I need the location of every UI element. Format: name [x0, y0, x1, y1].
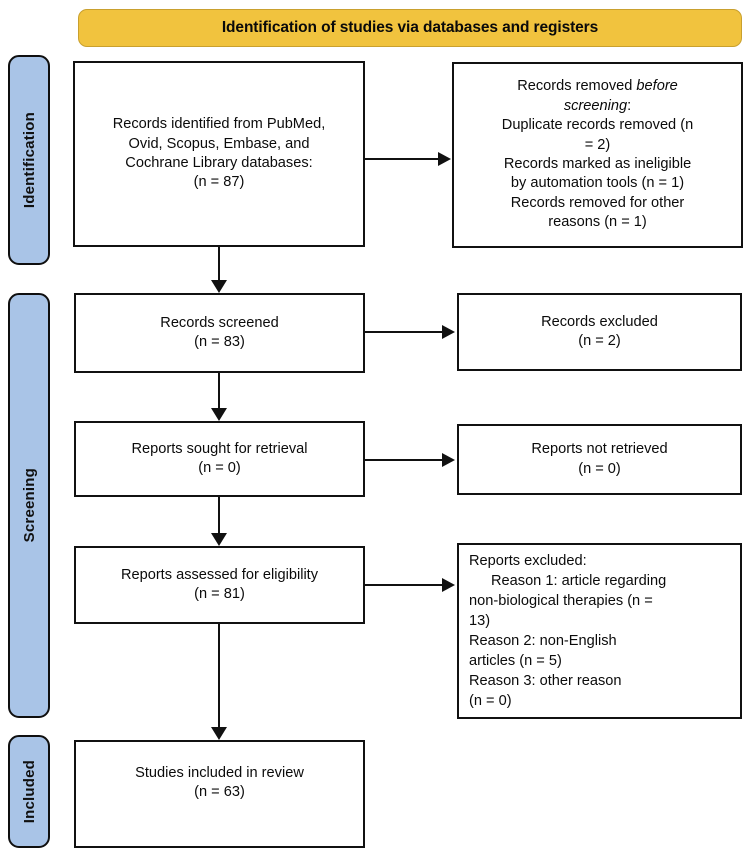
node-reports-excluded-reason1-line2: non-biological therapies (n =	[469, 592, 653, 609]
arrowhead-screened-to-sought	[210, 408, 227, 421]
node-reports-sought-label: Reports sought for retrieval	[131, 440, 308, 457]
node-reports-excluded-reason2-line1: Reason 2: non-English	[469, 632, 617, 649]
connector-screened-to-sought	[218, 373, 220, 409]
node-records-identified-line2: Ovid, Scopus, Embase, and	[128, 135, 310, 152]
node-records-removed-line2: screening:	[563, 97, 632, 114]
node-records-removed-line4: = 2)	[584, 136, 611, 153]
stage-label-screening-text: Screening	[20, 468, 38, 543]
node-reports-excluded-reason3-line1: Reason 3: other reason	[469, 672, 622, 689]
arrowhead-assessed-to-reports-excluded	[442, 577, 455, 592]
node-records-removed-line7: Records removed for other	[510, 194, 685, 211]
node-studies-included-label: Studies included in review	[135, 765, 304, 781]
node-records-identified-line3: Cochrane Library databases:	[125, 155, 313, 171]
node-records-removed-line6: by automation tools (n = 1)	[510, 175, 685, 192]
connector-sought-to-assessed	[218, 497, 220, 534]
connector-assessed-to-reports-excluded	[365, 584, 443, 586]
arrowhead-sought-to-assessed	[210, 533, 227, 546]
node-records-excluded-count: (n = 2)	[578, 333, 621, 349]
node-reports-sought-count: (n = 0)	[198, 460, 241, 476]
node-reports-assessed-label: Reports assessed for eligibility	[120, 566, 319, 583]
arrowhead-assessed-to-included	[210, 727, 227, 740]
arrowhead-identified-to-screened	[210, 280, 227, 293]
node-studies-included-in-review: Studies included in review (n = 63)	[74, 740, 365, 848]
connector-screened-to-excluded	[365, 331, 443, 333]
node-reports-not-retrieved: Reports not retrieved (n = 0)	[457, 424, 742, 495]
node-reports-not-retrieved-label: Reports not retrieved	[531, 441, 668, 458]
node-records-identified: Records identified from PubMed, Ovid, Sc…	[73, 61, 365, 247]
stage-label-included-text: Included	[20, 759, 38, 824]
node-reports-excluded-reason1-count: 13)	[469, 612, 491, 629]
arrowhead-sought-to-not-retrieved	[442, 452, 455, 467]
stage-label-screening: Screening	[8, 293, 50, 718]
stage-label-identification-text: Identification	[20, 111, 38, 209]
connector-sought-to-not-retrieved	[365, 459, 443, 461]
node-records-screened: Records screened (n = 83)	[74, 293, 365, 373]
banner-title: Identification of studies via databases …	[221, 19, 599, 36]
connector-identified-to-removed	[365, 158, 439, 160]
node-reports-not-retrieved-count: (n = 0)	[578, 460, 621, 477]
node-reports-excluded-title: Reports excluded:	[469, 553, 587, 569]
node-records-removed-before-screening: Records removed before screening: Duplic…	[452, 62, 743, 248]
node-reports-assessed-count: (n = 81)	[194, 586, 245, 602]
node-records-screened-count: (n = 83)	[194, 334, 245, 350]
node-records-identified-count: (n = 87)	[193, 174, 245, 191]
node-records-removed-line1: Records removed before	[517, 78, 678, 95]
node-records-excluded-label: Records excluded	[541, 313, 658, 330]
diagram-header-banner: Identification of studies via databases …	[78, 9, 742, 47]
node-reports-sought-for-retrieval: Reports sought for retrieval (n = 0)	[74, 421, 365, 497]
node-reports-assessed-for-eligibility: Reports assessed for eligibility (n = 81…	[74, 546, 365, 624]
node-reports-excluded: Reports excluded: Reason 1: article rega…	[457, 543, 742, 719]
node-studies-included-count: (n = 63)	[194, 784, 245, 801]
node-reports-excluded-reason3-count: (n = 0)	[469, 692, 512, 709]
arrowhead-identified-to-removed	[438, 151, 451, 166]
node-records-removed-line8: reasons (n = 1)	[548, 214, 647, 231]
node-records-excluded: Records excluded (n = 2)	[457, 293, 742, 371]
stage-label-identification: Identification	[8, 55, 50, 265]
node-reports-excluded-reason1-line1: Reason 1: article regarding	[491, 572, 667, 589]
node-records-removed-line5: Records marked as ineligible	[503, 156, 692, 172]
connector-identified-to-screened	[218, 247, 220, 281]
node-records-screened-label: Records screened	[160, 314, 279, 331]
node-reports-excluded-reason2-count: articles (n = 5)	[469, 652, 562, 669]
stage-label-included: Included	[8, 735, 50, 848]
connector-assessed-to-included	[218, 624, 220, 728]
arrowhead-screened-to-excluded	[442, 324, 455, 339]
node-records-identified-line1: Records identified from PubMed,	[112, 116, 326, 133]
node-records-removed-line3: Duplicate records removed (n	[501, 117, 694, 134]
